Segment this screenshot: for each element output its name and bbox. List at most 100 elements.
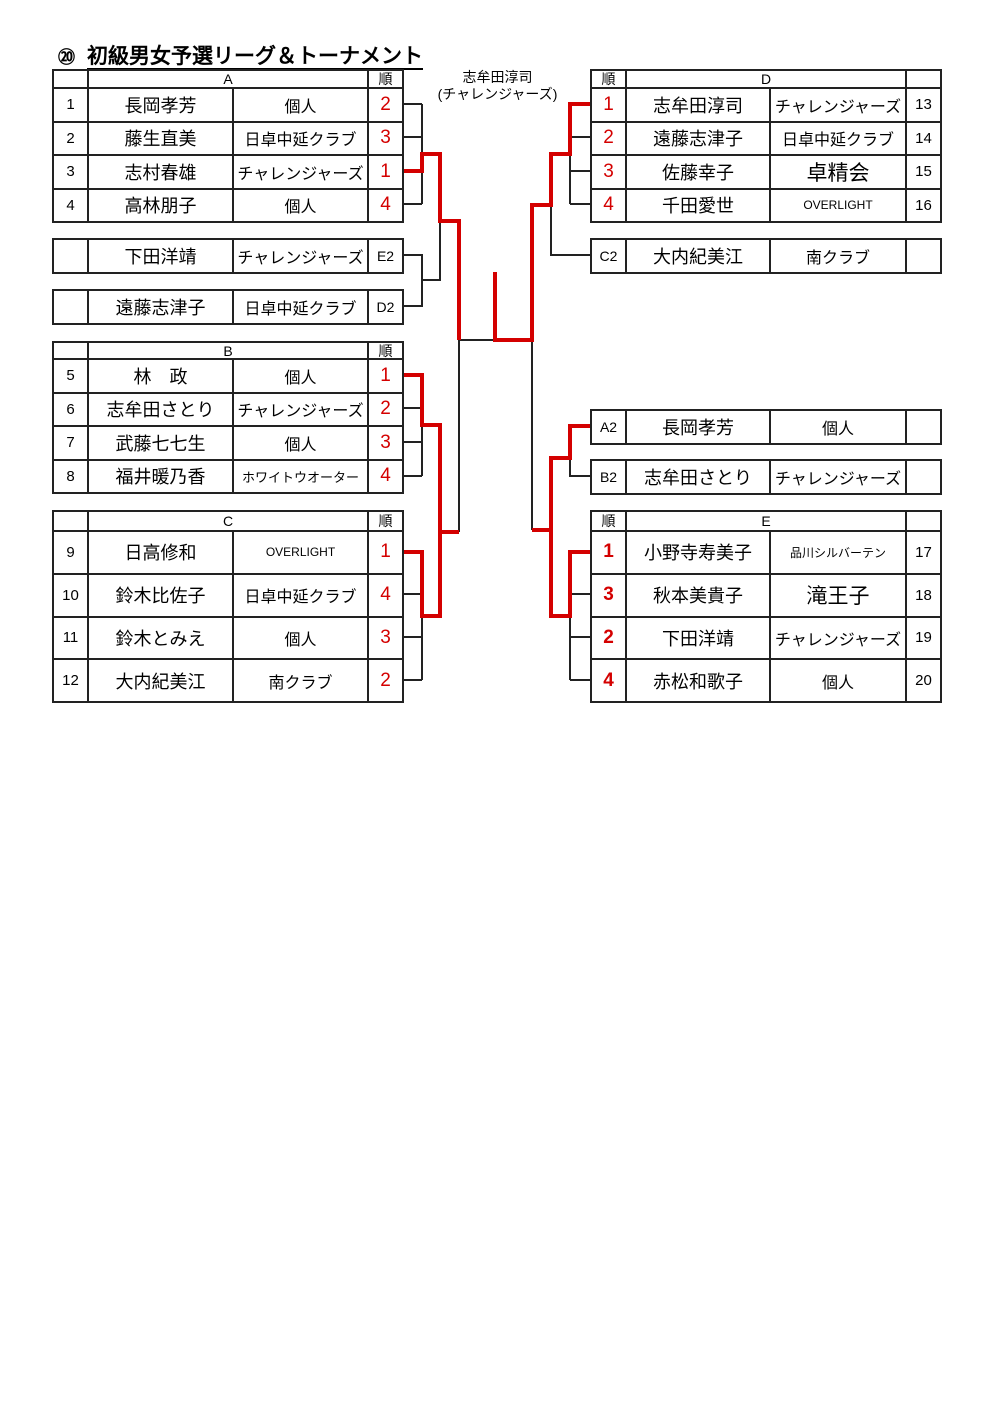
player-number: 14 [905,120,942,156]
rank-header: 順 [590,69,627,89]
player-club: 日卓中延クラブ [769,120,907,156]
player-club: 個人 [232,187,369,223]
player-name: 下田洋靖 [87,238,234,274]
qualifier-slot: A2 [590,409,627,445]
player-rank: 1 [590,87,627,123]
qualifier-slot: C2 [590,238,627,274]
blank-header [905,510,942,532]
champion-label: 志牟田淳司 (チャレンジャーズ) [425,69,570,103]
player-number: 19 [905,615,942,661]
player-club: チャレンジャーズ [232,391,369,427]
player-number: 9 [52,530,89,575]
player-name: 長岡孝芳 [625,409,771,445]
group-label: D [625,69,907,89]
player-name: 福井暖乃香 [87,458,234,494]
player-number: 10 [52,572,89,618]
player-name: 藤生直美 [87,120,234,156]
group-label: A [87,69,369,89]
player-rank: 3 [590,154,627,190]
player-rank: 1 [590,530,627,575]
player-rank: 4 [590,187,627,223]
player-name: 赤松和歌子 [625,658,771,703]
player-name: 志牟田さとり [87,391,234,427]
bracket-line [569,426,590,477]
player-club: チャレンジャーズ [232,154,369,190]
blank-cell [52,238,89,274]
rank-header: 順 [367,510,404,532]
blank-header [52,69,89,89]
group-label: E [625,510,907,532]
player-rank: 1 [367,154,404,190]
player-club: 卓精会 [769,154,907,190]
winning-path [549,530,590,618]
champion-name: 志牟田淳司 [462,69,533,85]
player-rank: 2 [367,87,404,123]
player-club: 日卓中延クラブ [232,572,369,618]
player-rank: 1 [367,530,404,575]
player-club: 品川シルバーテン [769,530,907,575]
player-name: 志牟田淳司 [625,87,771,123]
winning-path [493,102,590,342]
player-name: 日高修和 [87,530,234,575]
player-name: 秋本美貴子 [625,572,771,618]
winning-path [402,373,442,618]
player-name: 鈴木とみえ [87,615,234,661]
player-rank: 3 [367,615,404,661]
player-name: 大内紀美江 [625,238,771,274]
player-club: 個人 [232,425,369,461]
player-rank: 2 [590,120,627,156]
player-club: 個人 [769,409,907,445]
blank-cell [905,459,942,495]
player-number: 2 [52,120,89,156]
player-club: 個人 [232,87,369,123]
blank-cell [905,238,942,274]
bracket-line [422,221,441,281]
player-rank: 1 [367,358,404,394]
player-number: 15 [905,154,942,190]
player-rank: 4 [367,458,404,494]
player-club: ホワイトウオーター [232,458,369,494]
player-name: 大内紀美江 [87,658,234,703]
blank-cell [905,409,942,445]
event-number: ⑳ [58,48,75,67]
blank-header [905,69,942,89]
player-rank: 3 [590,572,627,618]
player-club: チャレンジャーズ [769,615,907,661]
blank-header [52,510,89,532]
player-number: 11 [52,615,89,661]
qualifier-slot: B2 [590,459,627,495]
player-club: 個人 [232,358,369,394]
player-rank: 2 [590,615,627,661]
qualifier-slot: D2 [367,289,404,325]
player-number: 4 [52,187,89,223]
player-club: チャレンジャーズ [232,238,369,274]
rank-header: 順 [367,341,404,360]
rank-header: 順 [367,69,404,89]
player-number: 3 [52,154,89,190]
player-club: チャレンジャーズ [769,459,907,495]
player-rank: 4 [367,572,404,618]
rank-header: 順 [590,510,627,532]
player-name: 千田愛世 [625,187,771,223]
player-number: 16 [905,187,942,223]
